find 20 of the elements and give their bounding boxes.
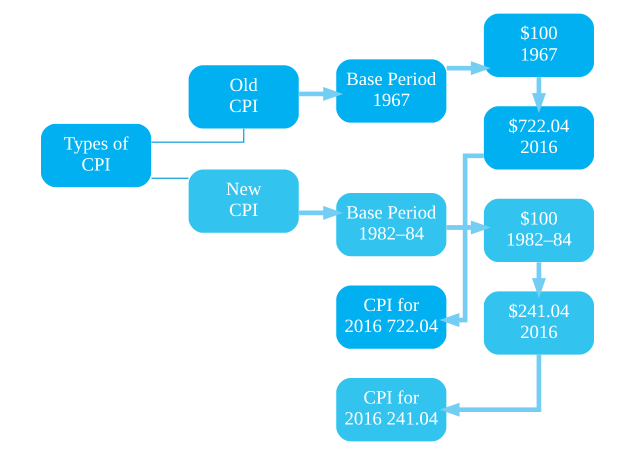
node-box: Old CPI (188, 64, 298, 128)
node-box: CPI for 2016 241.04 (336, 378, 446, 441)
arrow (439, 354, 541, 416)
arrow (531, 262, 546, 298)
arrow (298, 86, 343, 100)
node-box: Base Period 1982–84 (336, 192, 446, 256)
arrow (531, 76, 546, 113)
connector (150, 177, 188, 178)
node-box: Base Period 1967 (336, 58, 446, 122)
arrow (298, 205, 343, 220)
node-box: $100 1982–84 (483, 198, 594, 262)
node-box: CPI for 2016 722.04 (336, 285, 446, 348)
node-box: New CPI (188, 169, 298, 232)
node-box: $100 1967 (483, 13, 594, 76)
node-box: Types of CPI (40, 123, 151, 187)
arrow (438, 153, 484, 327)
node-box: $241.04 2016 (483, 290, 594, 354)
arrow (446, 60, 490, 75)
arrow (446, 220, 490, 234)
node-box: $722.04 2016 (483, 106, 594, 169)
